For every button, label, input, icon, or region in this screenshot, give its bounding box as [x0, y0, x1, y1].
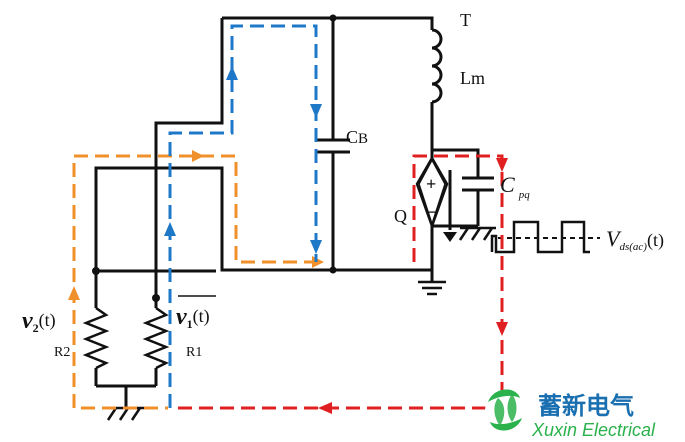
label-r2: R2 — [54, 345, 70, 360]
label-transformer: T — [460, 10, 471, 30]
diode-plus: + — [426, 174, 436, 194]
ground-main — [418, 280, 446, 296]
switch-q: + − — [415, 155, 449, 230]
junction-dots — [92, 14, 337, 302]
resistor-r1 — [142, 306, 170, 370]
capacitor-cb — [316, 138, 350, 154]
blue-arrow-mid — [226, 66, 238, 80]
orange-arrow-top — [192, 150, 204, 162]
vds-waveform — [490, 220, 600, 254]
orange-arrow-left — [68, 286, 80, 300]
label-v2: v2(t) — [22, 308, 56, 335]
ground-resistors — [106, 406, 144, 421]
brand-logo — [485, 389, 525, 431]
circuit-wires — [94, 16, 480, 408]
diode-minus: − — [427, 202, 437, 222]
blue-arrow-left — [164, 222, 176, 236]
blue-arrow-down2 — [310, 240, 322, 254]
red-current-loop — [172, 154, 504, 410]
orange-arrow-right — [312, 256, 324, 268]
label-switch: Q — [394, 206, 407, 226]
switch-ground-hatch — [458, 226, 496, 241]
resistor-r2 — [82, 306, 110, 370]
red-arrow-bottom — [318, 402, 332, 414]
brand-name-en: Xuxin Electrical — [531, 420, 656, 440]
label-vds: Vds(ac)(t) — [606, 226, 664, 253]
brand-name-cn: 蓄新电气 — [538, 392, 634, 420]
red-arrow-mid — [496, 322, 508, 336]
orange-current-loop — [72, 154, 318, 410]
gate-arrow — [443, 232, 457, 242]
red-arrow-top — [496, 158, 508, 172]
label-inductor: Lm — [460, 68, 485, 88]
label-r1: R1 — [186, 345, 202, 360]
label-v1: v1(t) — [176, 304, 210, 331]
capacitor-cpq — [462, 176, 494, 192]
blue-arrow-down1 — [310, 104, 322, 118]
label-cb: CB — [346, 127, 368, 147]
logo-leaf-icon — [488, 389, 520, 402]
inductor-coil — [431, 28, 443, 104]
